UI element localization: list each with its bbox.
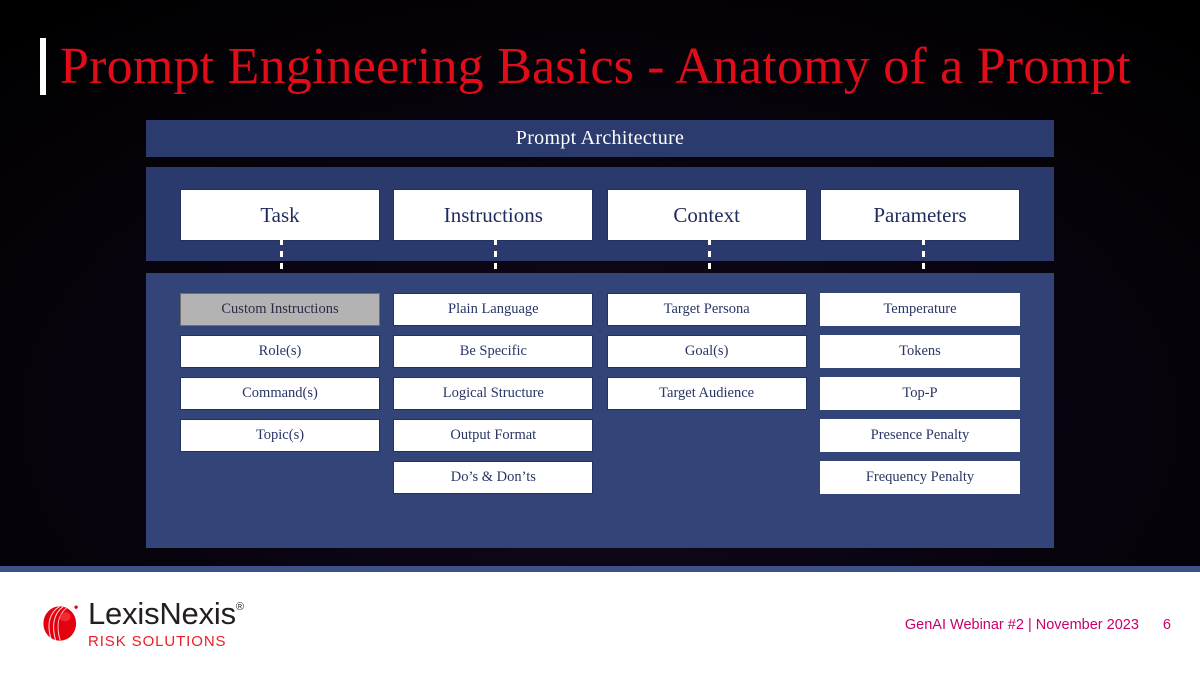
attribute-box-parameters-4[interactable]: Frequency Penalty: [819, 461, 1020, 494]
connector-dashed-parameters: [922, 239, 925, 295]
pillar-box-parameters[interactable]: Parameters: [819, 189, 1020, 241]
attribute-label: Top-P: [902, 385, 938, 401]
prompt-architecture-header: Prompt Architecture: [146, 120, 1054, 157]
attribute-box-parameters-3[interactable]: Presence Penalty: [819, 419, 1020, 452]
lexisnexis-wordmark: LexisNexis® RISK SOLUTIONS: [88, 598, 244, 649]
lexisnexis-tagline: RISK SOLUTIONS: [88, 633, 227, 650]
pillar-label-task: Task: [260, 202, 300, 227]
attribute-label: Do’s & Don’ts: [450, 469, 536, 485]
attribute-box-context-2[interactable]: Target Audience: [606, 377, 807, 410]
connector-dashed-context: [708, 239, 711, 295]
lexisnexis-sphere-icon: [43, 605, 78, 641]
attribute-box-context-1[interactable]: Goal(s): [606, 335, 807, 368]
footer-meta: GenAI Webinar #2 | November 2023 6: [0, 617, 1200, 633]
footer-divider: [0, 566, 1200, 572]
footer: LexisNexis® RISK SOLUTIONS GenAI Webinar…: [0, 572, 1200, 675]
attribute-label: Command(s): [242, 385, 318, 401]
pillar-label-instructions: Instructions: [443, 202, 543, 227]
attribute-label: Output Format: [450, 427, 537, 443]
attribute-label: Presence Penalty: [870, 427, 970, 443]
page-title: Prompt Engineering Basics - Anatomy of a…: [60, 38, 1131, 95]
page-number: 6: [1162, 617, 1171, 633]
attribute-label: Temperature: [883, 301, 957, 317]
registered-mark-icon: ®: [235, 601, 244, 613]
attribute-label: Target Persona: [663, 301, 750, 317]
pillar-box-task[interactable]: Task: [180, 189, 380, 241]
pillar-box-instructions[interactable]: Instructions: [393, 189, 594, 241]
lexisnexis-name: LexisNexis®: [88, 598, 244, 629]
attribute-label: Role(s): [258, 343, 302, 359]
attribute-label: Target Audience: [659, 385, 755, 401]
pillar-label-context: Context: [673, 202, 740, 227]
attribute-box-task-3[interactable]: Topic(s): [180, 419, 380, 452]
attribute-label: Topic(s): [255, 427, 305, 443]
pillars-panel: Task Instructions Context Parameters: [146, 167, 1054, 261]
attribute-label: Tokens: [899, 343, 941, 359]
attribute-box-task-0[interactable]: Custom Instructions: [180, 293, 380, 326]
attribute-label: Plain Language: [448, 301, 539, 317]
attribute-label: Goal(s): [684, 343, 729, 359]
attribute-label: Be Specific: [459, 343, 527, 359]
connector-dashed-instructions: [494, 239, 497, 295]
prompt-architecture-header-label: Prompt Architecture: [515, 127, 685, 149]
attribute-box-parameters-2[interactable]: Top-P: [819, 377, 1020, 410]
lexisnexis-name-text: LexisNexis: [88, 596, 236, 631]
attribute-label: Custom Instructions: [221, 301, 339, 317]
connector-dashed-task: [280, 239, 283, 295]
attribute-box-instructions-1[interactable]: Be Specific: [393, 335, 594, 368]
attribute-box-instructions-0[interactable]: Plain Language: [393, 293, 594, 326]
attribute-box-parameters-0[interactable]: Temperature: [819, 293, 1020, 326]
attribute-label: Logical Structure: [442, 385, 544, 401]
attribute-box-instructions-2[interactable]: Logical Structure: [393, 377, 594, 410]
lexisnexis-logo: LexisNexis® RISK SOLUTIONS: [40, 598, 244, 649]
attribute-box-task-2[interactable]: Command(s): [180, 377, 380, 410]
attribute-box-instructions-3[interactable]: Output Format: [393, 419, 594, 452]
footer-meta-text: GenAI Webinar #2 | November 2023: [904, 617, 1139, 633]
attribute-box-instructions-4[interactable]: Do’s & Don’ts: [393, 461, 594, 494]
title-accent-bar: [40, 38, 46, 95]
pillar-row: Task Instructions Context Parameters: [146, 189, 1054, 241]
attribute-box-context-0[interactable]: Target Persona: [606, 293, 807, 326]
attribute-label: Frequency Penalty: [865, 469, 975, 485]
pillar-label-parameters: Parameters: [873, 202, 967, 227]
attribute-box-parameters-1[interactable]: Tokens: [819, 335, 1020, 368]
attribute-box-task-1[interactable]: Role(s): [180, 335, 380, 368]
pillar-box-context[interactable]: Context: [606, 189, 807, 241]
